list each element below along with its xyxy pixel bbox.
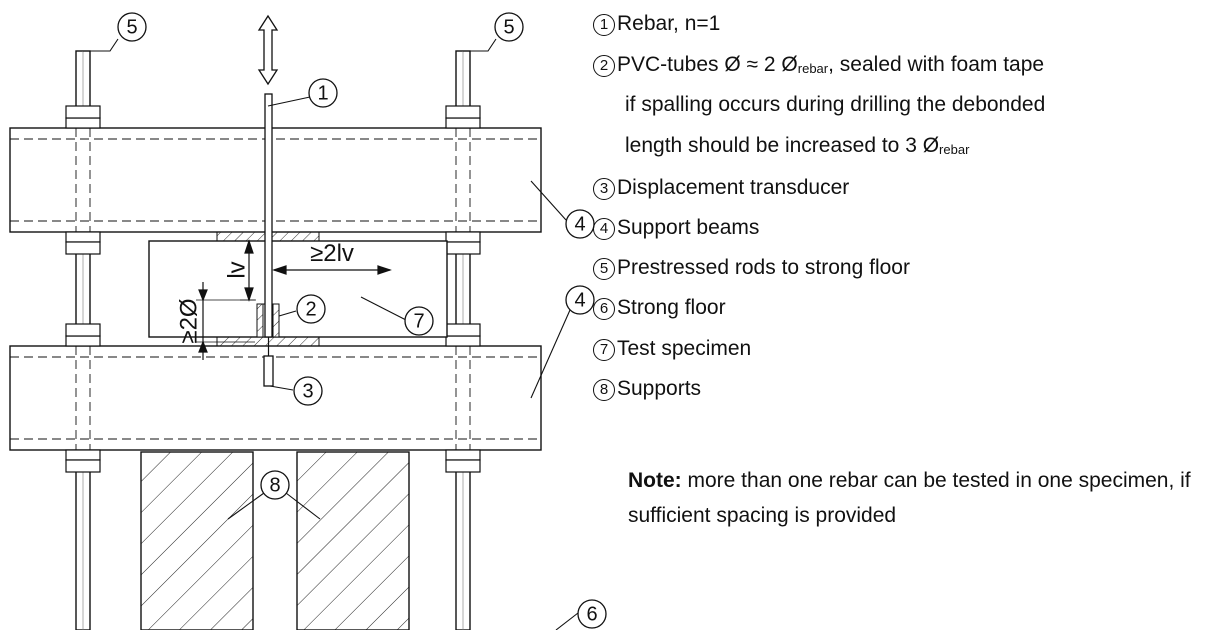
legend-text: Rebar, n=1: [617, 12, 721, 35]
legend-text: Strong floor: [617, 296, 726, 319]
supports: [140, 451, 410, 630]
callout-7: 7: [404, 306, 434, 336]
svg-text:7: 7: [413, 310, 424, 332]
note: Note: more than one rebar can be tested …: [628, 463, 1206, 533]
svg-text:3: 3: [302, 380, 313, 402]
legend-num: 4: [593, 218, 615, 240]
legend-num: 6: [593, 298, 615, 320]
leader-lines: [83, 38, 579, 630]
legend-text: Test specimen: [617, 337, 752, 360]
legend-text: Prestressed rods to strong floor: [617, 256, 910, 279]
legend-sub: rebar: [939, 142, 970, 157]
legend-text-2: , sealed with foam tape: [828, 53, 1045, 76]
legend-num: 5: [593, 258, 615, 280]
legend-num: 3: [593, 178, 615, 200]
two-d-label: ≥2Ø: [175, 298, 202, 343]
legend-item-2-continued-2: length should be increased to 3 Ørebar: [593, 133, 969, 163]
callout-5-left: 5: [117, 12, 147, 42]
legend-text: PVC-tubes Ø ≈ 2 Ø: [617, 53, 798, 76]
legend-text: Displacement transducer: [617, 176, 850, 199]
test-specimen: [148, 240, 448, 338]
legend-num: 1: [593, 14, 615, 36]
legend-text: if spalling occurs during drilling the d…: [625, 93, 1046, 116]
callout-3: 3: [293, 376, 323, 406]
load-arrow: [257, 14, 279, 86]
legend-item-2-continued: if spalling occurs during drilling the d…: [593, 92, 1045, 118]
svg-text:5: 5: [126, 16, 137, 38]
callout-2: 2: [296, 294, 326, 324]
note-text: more than one rebar can be tested in one…: [628, 469, 1191, 527]
note-label: Note:: [628, 469, 682, 492]
callout-6: 6: [577, 599, 607, 629]
svg-text:1: 1: [317, 82, 328, 104]
svg-text:6: 6: [586, 603, 597, 625]
svg-text:5: 5: [503, 16, 514, 38]
lv-label: lv: [223, 261, 250, 278]
rebar: [264, 93, 273, 356]
callout-4-upper: 4: [565, 209, 595, 239]
callout-8: 8: [260, 470, 290, 500]
svg-text:4: 4: [574, 289, 585, 311]
callout-1: 1: [308, 78, 338, 108]
legend-text: Support beams: [617, 216, 760, 239]
support-beams: [9, 127, 542, 451]
lower-support-beam: [9, 345, 542, 451]
legend-sub: rebar: [797, 61, 829, 76]
svg-text:8: 8: [269, 474, 280, 496]
callout-4-lower: 4: [565, 285, 595, 315]
displacement-transducer: [263, 355, 274, 387]
legend-text: Supports: [617, 377, 702, 400]
svg-text:4: 4: [574, 213, 585, 235]
nuts: [65, 105, 481, 473]
legend-num: 7: [593, 339, 615, 361]
svg-text:2: 2: [305, 298, 316, 320]
two-lv-label: ≥2lv: [310, 240, 354, 267]
upper-support-beam: [9, 127, 542, 233]
dimension-lines: [196, 239, 392, 360]
legend-text: length should be increased to 3 Ø: [625, 134, 940, 157]
legend-num: 2: [593, 55, 615, 77]
callout-5-right: 5: [494, 12, 524, 42]
legend-num: 8: [593, 379, 615, 401]
